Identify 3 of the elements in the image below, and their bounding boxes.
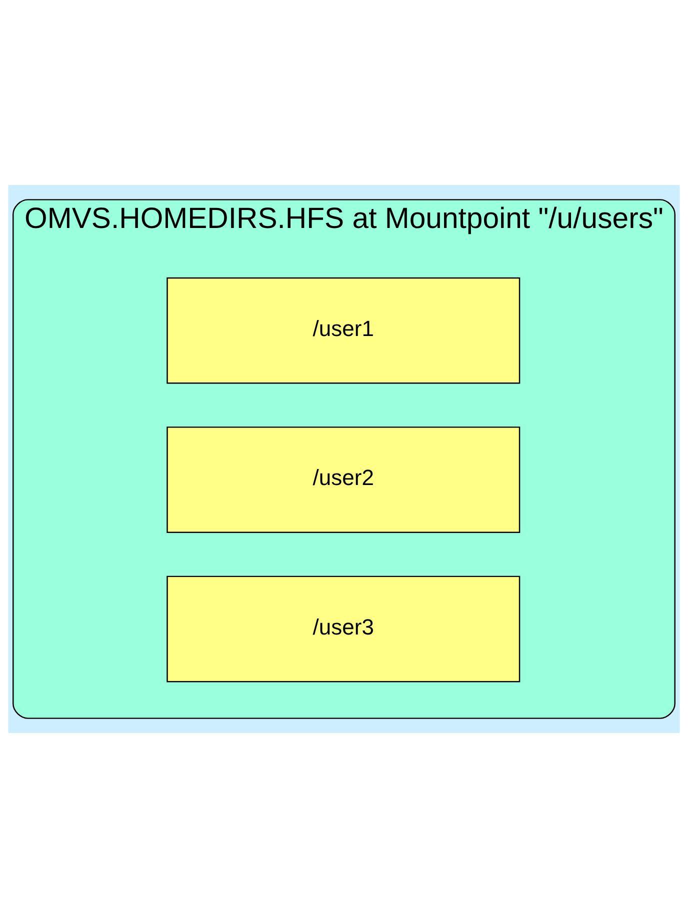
node-box: /user3 — [166, 575, 520, 682]
node-box: /user1 — [166, 276, 520, 384]
node-box: /user2 — [166, 426, 520, 532]
